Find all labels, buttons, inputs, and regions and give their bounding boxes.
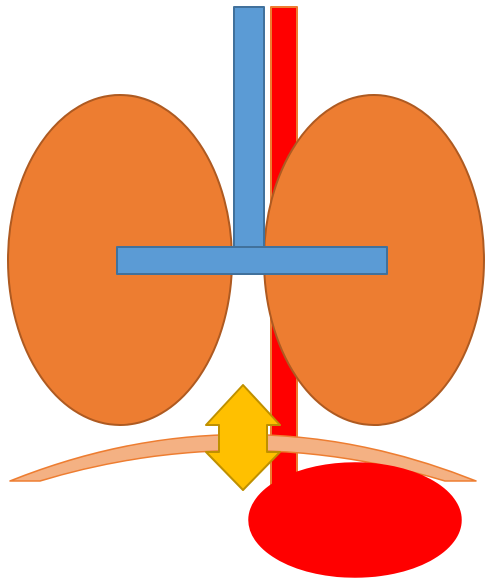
vertical-blue-bar bbox=[234, 7, 264, 250]
red-oval bbox=[249, 463, 461, 577]
horizontal-blue-bar bbox=[117, 247, 387, 274]
